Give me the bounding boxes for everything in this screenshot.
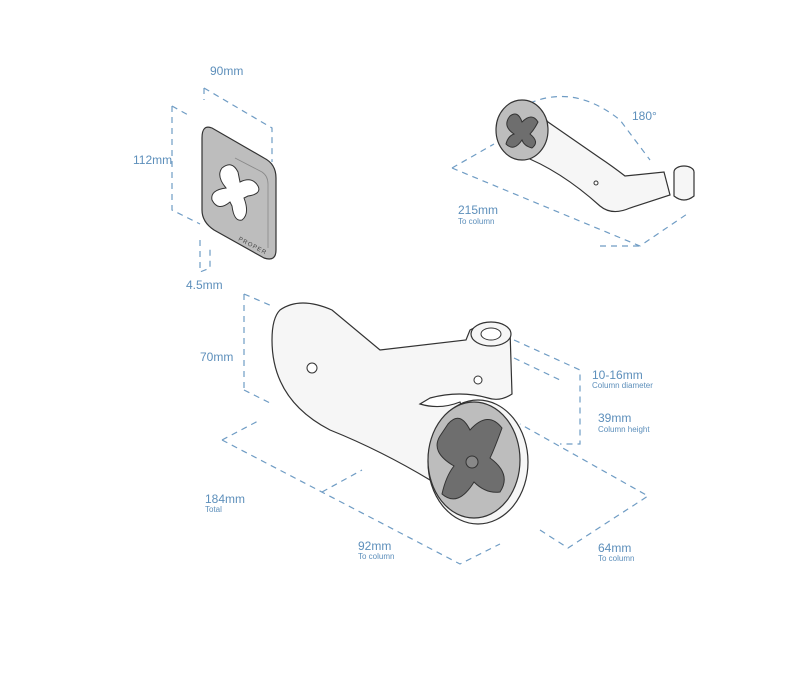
total-length-label: 184mm xyxy=(205,492,245,506)
plate-thickness-label: 4.5mm xyxy=(186,278,223,292)
column-height-note: Column height xyxy=(598,425,650,434)
dimension-line-depth xyxy=(519,423,650,549)
dimension-line-thickness xyxy=(199,240,211,273)
arm-length-label: 215mm xyxy=(458,203,498,217)
total-length-note: Total xyxy=(205,505,222,514)
column-diameter-note: Column diameter xyxy=(592,381,653,390)
dimension-line-total xyxy=(221,419,501,565)
column-height-label: 39mm xyxy=(598,411,631,425)
adhesive-plate: PROPER 90mm 112mm 4.5mm xyxy=(133,64,277,292)
dimension-line-height xyxy=(243,293,273,405)
plate-width-label: 90mm xyxy=(210,64,243,78)
column-diameter-label: 10-16mm xyxy=(592,368,643,382)
mount-height-label: 70mm xyxy=(200,350,233,364)
mount-main-view: 70mm 10-16mm Column diameter 39mm Column… xyxy=(200,293,653,565)
dimension-line-width xyxy=(203,87,273,162)
dimension-line-height xyxy=(171,105,201,225)
arm-rotation-view: 180° 215mm To column xyxy=(451,95,695,247)
to-column-label: 92mm xyxy=(358,539,391,553)
dimension-line-column xyxy=(513,339,581,445)
depth-note: To column xyxy=(598,554,634,563)
arm-length-note: To column xyxy=(458,217,494,226)
depth-label: 64mm xyxy=(598,541,631,555)
plate-height-label: 112mm xyxy=(133,153,172,167)
to-column-note: To column xyxy=(358,552,394,561)
rotation-angle-label: 180° xyxy=(632,109,657,123)
dimension-line-length xyxy=(451,143,691,247)
